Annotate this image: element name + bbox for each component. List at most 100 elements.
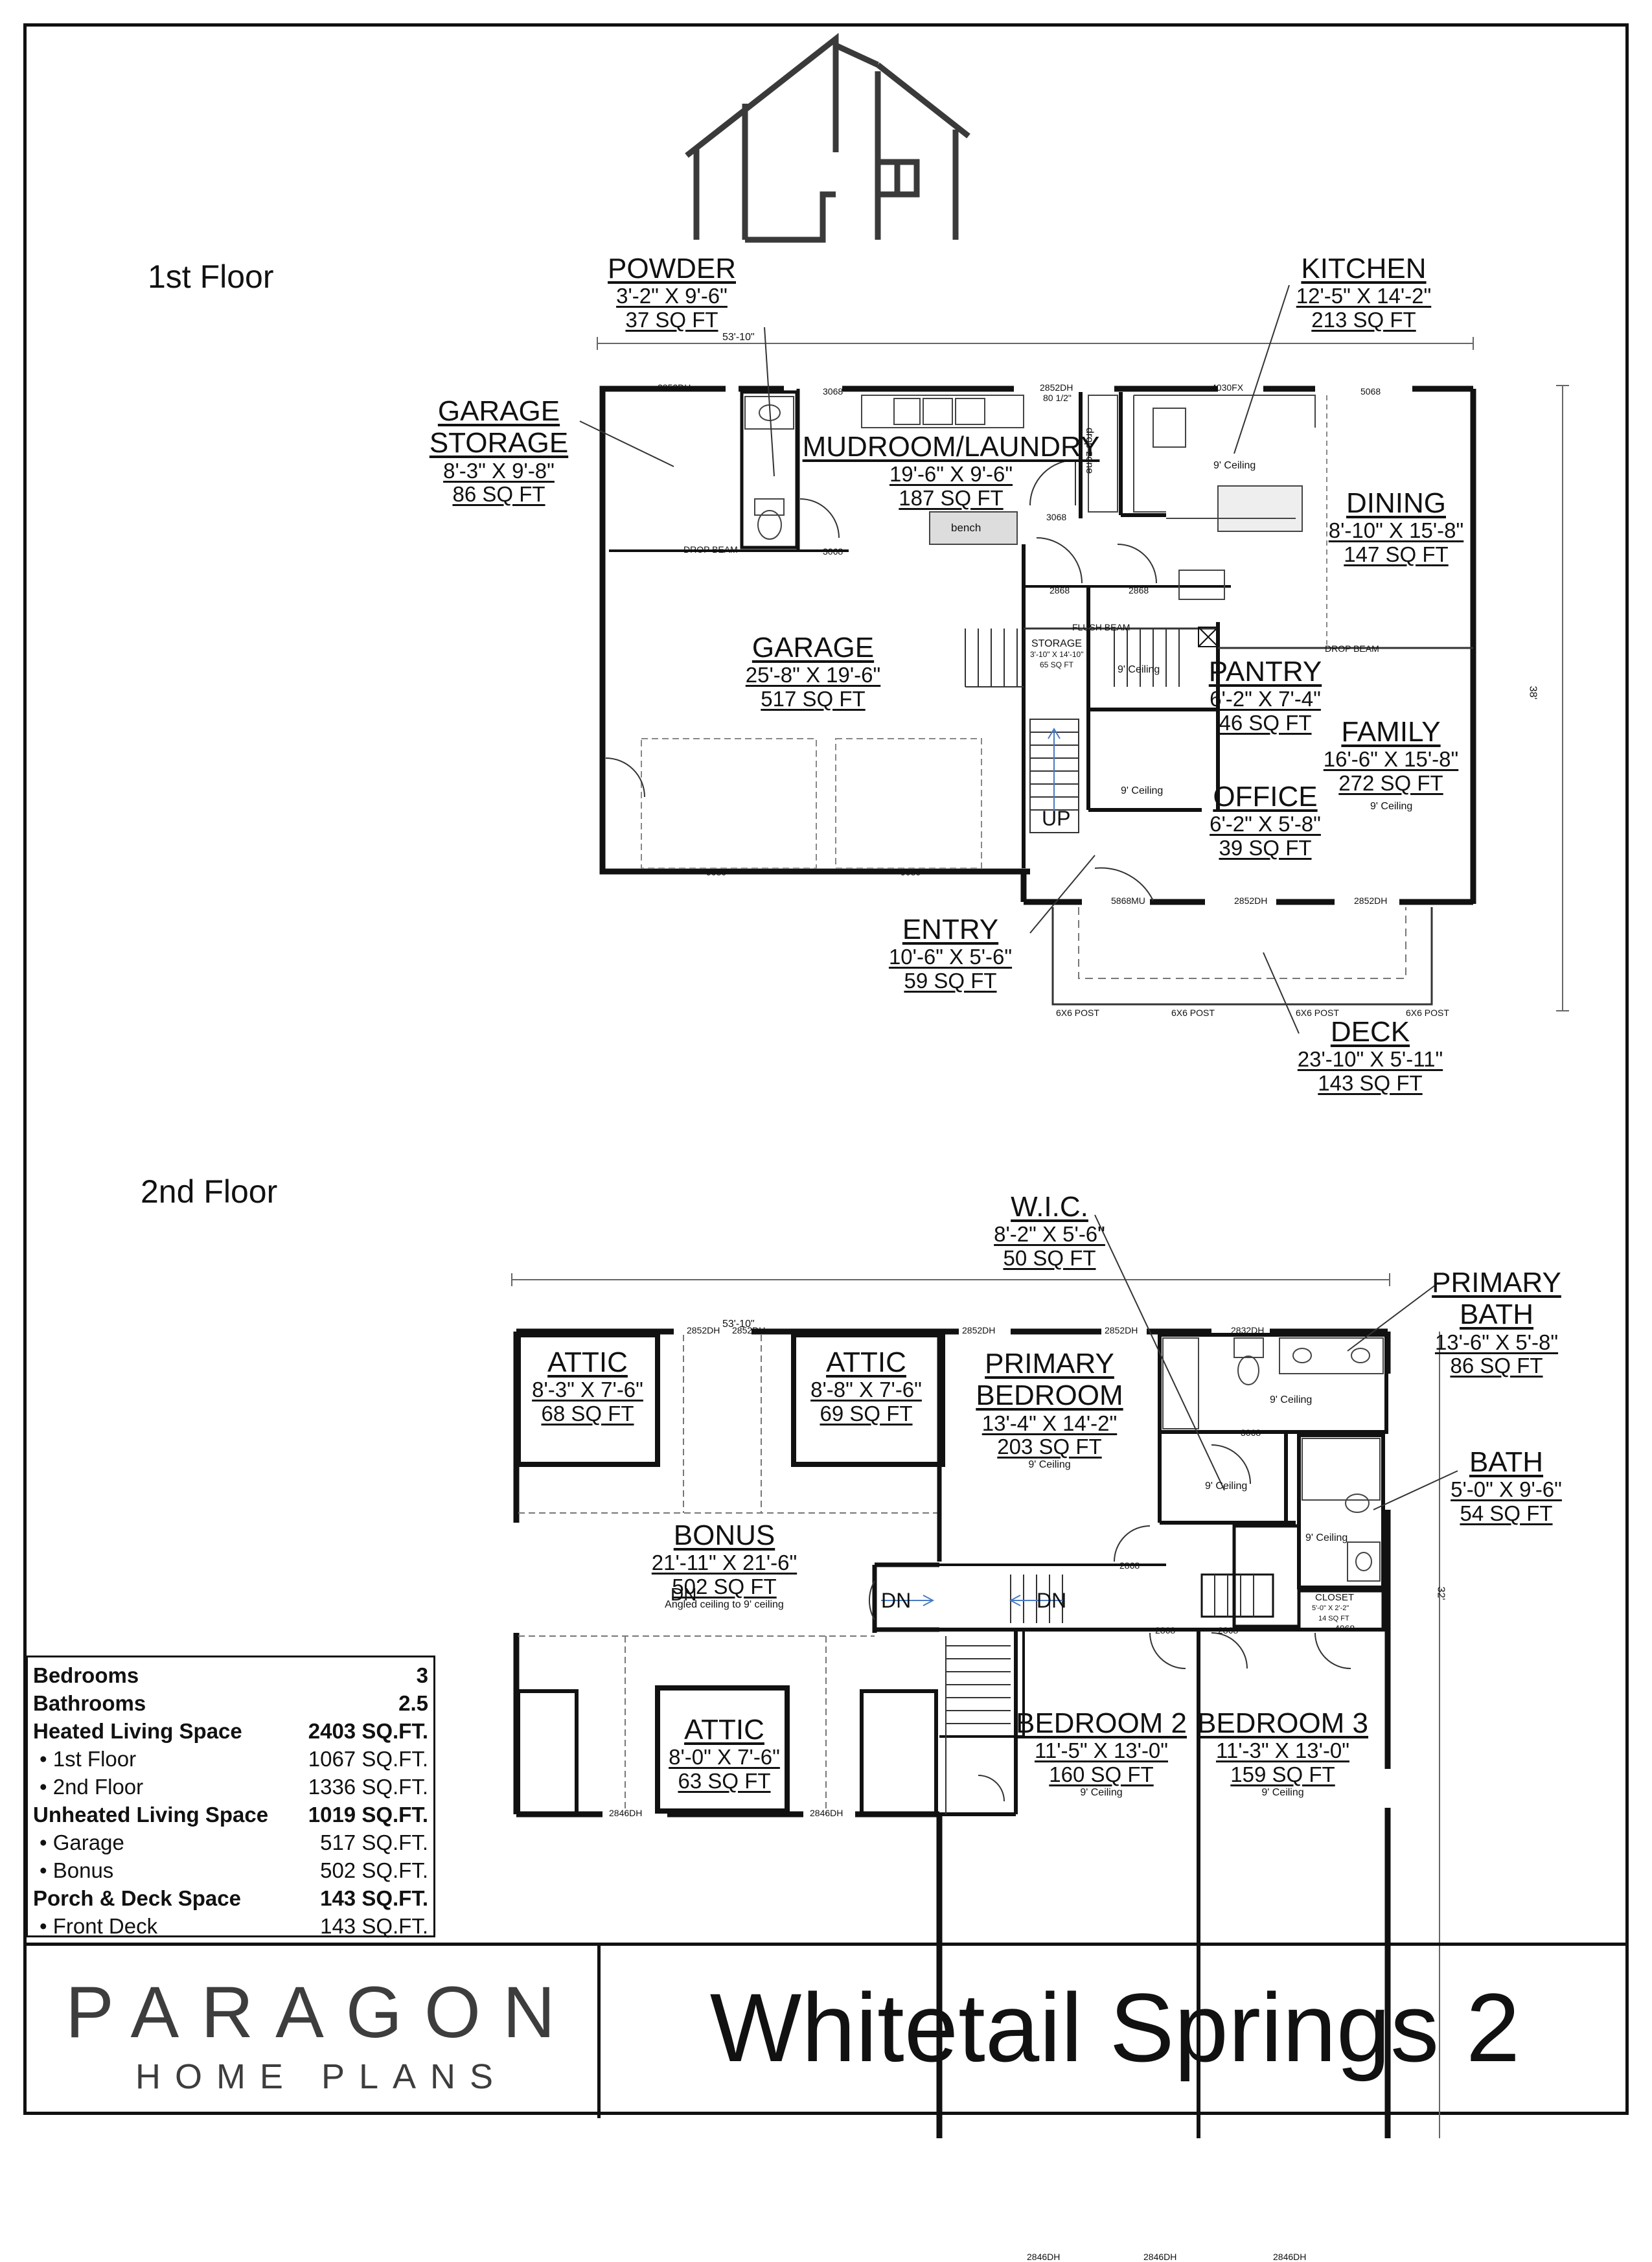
window-tag: 2852DH xyxy=(687,1325,720,1335)
ceiling-note: 9' Ceiling xyxy=(1205,1481,1248,1492)
post-note: 6X6 POST xyxy=(1406,1008,1449,1018)
window-tag: 2846DH xyxy=(609,1808,643,1818)
post-note: 6X6 POST xyxy=(1171,1008,1215,1018)
ceiling-note: 9' Ceiling xyxy=(1270,1394,1313,1405)
door-tag: 3068 xyxy=(1046,512,1067,522)
brand-logo: PARAGON HOME PLANS xyxy=(65,1972,577,2096)
title-block-divider xyxy=(597,1946,601,2118)
door-tag: 2868 xyxy=(1050,585,1070,595)
window-tag: 2846DH xyxy=(1143,2252,1177,2262)
first-floor-walls xyxy=(579,284,1569,1034)
floor-plan-drawing xyxy=(511,32,1569,2138)
door-tag: 3068 xyxy=(1241,1427,1261,1438)
door-tag: 2868 xyxy=(1218,1625,1239,1635)
first-floor-label: 1st Floor xyxy=(148,259,274,295)
ceiling-note: 9' Ceiling xyxy=(1305,1532,1348,1543)
overall-width-second: 53'-10" xyxy=(722,1319,755,1330)
overall-depth-first: 38' xyxy=(1527,686,1539,700)
storage-label: STORAGE xyxy=(1031,638,1082,649)
door-tag: 5868MU xyxy=(1111,895,1145,906)
ceiling-note: 9' Ceiling xyxy=(1118,664,1160,675)
window-tag: 2852DH xyxy=(732,1325,766,1335)
closet-label: CLOSET xyxy=(1315,1592,1355,1603)
closet-dim: 5'-0" X 2'-2" xyxy=(1312,1604,1349,1612)
post-note: 6X6 POST xyxy=(1296,1008,1339,1018)
window-tag: 2852DH xyxy=(1040,382,1073,393)
drawing-sheet-border xyxy=(23,23,1629,2115)
room-walk-in-closet: W.I.C.8'-2" X 5'-6"50 SQ FT xyxy=(994,1191,1105,1271)
second-floor-label: 2nd Floor xyxy=(141,1173,278,1210)
drop-beam-note: DROP BEAM xyxy=(1325,643,1379,654)
stairs-down-label: DN xyxy=(1037,1589,1067,1612)
stairs-down-label: DN xyxy=(671,1584,697,1604)
house-logo xyxy=(685,32,970,243)
window-size-tag: 80 1/2" xyxy=(1043,393,1072,403)
plan-title: Whitetail Springs 2 xyxy=(709,1973,1520,2082)
window-tag: 2832DH xyxy=(1231,1325,1265,1335)
overall-width-first: 53'-10" xyxy=(722,332,755,343)
door-tag: 4068 xyxy=(1335,1623,1355,1633)
window-tag: 2852DH xyxy=(1234,895,1268,906)
flush-beam-note: FLUSH BEAM xyxy=(1072,622,1130,632)
overall-depth-second: 32' xyxy=(1435,1586,1447,1600)
door-tag: 2868 xyxy=(1119,1560,1140,1571)
window-tag: 2846DH xyxy=(810,1808,843,1818)
garage-door-tag: 9080 xyxy=(706,867,727,877)
window-tag: 4030FX xyxy=(1211,382,1244,393)
post-note: 6X6 POST xyxy=(1056,1008,1099,1018)
ceiling-note: 9' Ceiling xyxy=(1121,785,1164,796)
window-tag: 2852DH xyxy=(658,382,691,393)
door-tag: 3068 xyxy=(823,386,843,397)
ceiling-note: 9' Ceiling xyxy=(1213,460,1256,471)
door-tag: 2868 xyxy=(1155,1625,1176,1635)
storage-dim: 3'-10" X 14'-10" xyxy=(1030,650,1084,659)
window-tag: 2846DH xyxy=(1273,2252,1307,2262)
door-tag: 2868 xyxy=(1129,585,1149,595)
door-tag: 3068 xyxy=(823,546,843,557)
closet-area: 14 SQ FT xyxy=(1318,1615,1349,1622)
drop-beam-note: DROP BEAM xyxy=(683,544,738,555)
garage-door-tag: 9080 xyxy=(901,867,921,877)
storage-area: 65 SQ FT xyxy=(1040,660,1074,669)
window-tag: 2852DH xyxy=(962,1325,996,1335)
window-tag: 2846DH xyxy=(1027,2252,1061,2262)
stairs-up-label: UP xyxy=(1042,807,1071,830)
bench-note: bench xyxy=(951,522,981,534)
stairs-down-label: DN xyxy=(881,1589,912,1612)
title-block: PARAGON HOME PLANS Whitetail Springs 2 xyxy=(23,1943,1629,2118)
second-floor-walls xyxy=(511,1214,1458,2138)
window-tag: 2852DH xyxy=(1105,1325,1138,1335)
window-tag: 2852DH xyxy=(1354,895,1388,906)
ceiling-note: 9' Ceiling xyxy=(1370,801,1413,812)
door-tag: 5068 xyxy=(1360,386,1381,397)
